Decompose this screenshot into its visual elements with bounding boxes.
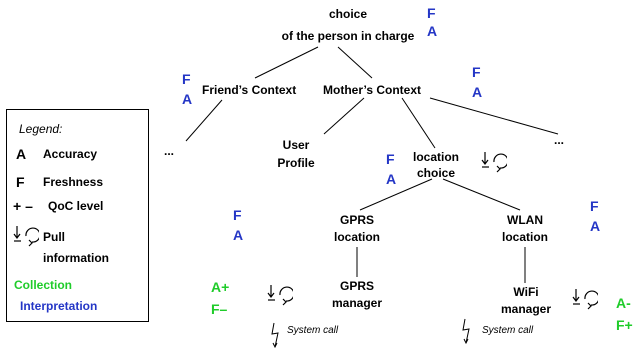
- qoc-wifi-freshness: F+: [616, 317, 633, 333]
- root-node: choice of the person in charge: [278, 7, 418, 44]
- legend-desc-accuracy: Accuracy: [43, 147, 98, 161]
- legend-desc-pull: Pull: [43, 230, 66, 244]
- fa-location-choice-annotation: F A: [386, 151, 396, 188]
- gprs-location-line1: GPRS: [339, 213, 374, 227]
- pull-information-icon: [572, 289, 598, 310]
- friend-context-node: Friend’s Context: [202, 83, 297, 97]
- legend-key-qoc-level: + –: [13, 198, 33, 214]
- fa-mother-annotation: F A: [472, 64, 482, 101]
- mother-more-ellipsis: ...: [554, 133, 565, 147]
- wlan-location-node: WLAN location: [496, 213, 554, 245]
- fa-location-choice-a: A: [386, 171, 397, 187]
- qoc-gprs-accuracy: A+: [211, 279, 230, 295]
- fa-root-a: A: [427, 23, 438, 39]
- edge-friend-children: [185, 99, 223, 142]
- pull-information-icon: [481, 152, 507, 173]
- location-choice-line1: location: [412, 150, 459, 164]
- legend-title: Legend:: [19, 122, 63, 136]
- legend-key-accuracy: A: [16, 146, 27, 162]
- fa-right-f: F: [590, 198, 599, 214]
- location-choice-node: location choice: [408, 150, 464, 181]
- location-choice-line2: choice: [416, 166, 455, 180]
- user-profile-node: User Profile: [272, 138, 320, 171]
- gprs-location-node: GPRS location: [328, 213, 386, 245]
- legend-box: Legend: A Accuracy F Freshness + – QoC l…: [6, 109, 149, 322]
- wlan-location-line2: location: [501, 230, 548, 244]
- fa-left-annotation: F A: [233, 207, 243, 244]
- fa-mother-f: F: [472, 64, 481, 80]
- fa-left-f: F: [233, 207, 242, 223]
- gprs-location-line2: location: [333, 230, 380, 244]
- root-node-line2: of the person in charge: [281, 29, 415, 43]
- fa-friend-annotation: F A: [182, 71, 192, 108]
- legend-key-freshness: F: [16, 174, 25, 190]
- edge-root-mother: [337, 46, 373, 79]
- root-node-line1: choice: [328, 7, 367, 21]
- user-profile-line2: Profile: [277, 156, 315, 170]
- qoc-gprs-freshness: F–: [211, 301, 228, 317]
- wlan-location-line1: WLAN: [507, 213, 543, 227]
- fa-mother-a: A: [472, 84, 483, 100]
- edge-root-friend: [254, 46, 319, 79]
- wifi-manager-node: WiFi manager: [496, 285, 556, 317]
- legend-desc-qoc-level: QoC level: [48, 199, 104, 213]
- legend-desc-freshness: Freshness: [43, 175, 104, 189]
- wifi-manager-line2: manager: [500, 302, 552, 316]
- fa-location-choice-f: F: [386, 151, 395, 167]
- wifi-manager-line1: WiFi: [513, 285, 539, 299]
- qoc-wifi-annotation: A- F+: [616, 293, 633, 336]
- edge-locationchoice-wlan: [442, 178, 521, 211]
- fa-left-a: A: [233, 227, 244, 243]
- system-call-lightning-icon: [271, 322, 279, 348]
- qoc-gprs-annotation: A+ F–: [211, 277, 229, 320]
- system-call-label: System call: [482, 325, 534, 336]
- gprs-manager-node: GPRS manager: [324, 279, 390, 311]
- edge-mother-userprofile: [323, 97, 365, 135]
- fa-right-annotation: F A: [590, 198, 600, 235]
- fa-root-annotation: F A: [427, 5, 437, 40]
- friend-children-ellipsis: ...: [164, 144, 175, 158]
- edge-mother-more: [429, 97, 559, 135]
- fa-right-a: A: [590, 218, 601, 234]
- system-call-lightning-icon: [462, 318, 470, 344]
- fa-friend-f: F: [182, 71, 191, 87]
- qoc-wifi-accuracy: A-: [616, 295, 631, 311]
- fa-friend-a: A: [182, 91, 193, 107]
- pull-information-icon: [13, 226, 39, 247]
- gprs-manager-line1: GPRS: [339, 279, 374, 293]
- user-profile-line1: User: [282, 138, 310, 152]
- legend-interpretation: Interpretation: [20, 299, 98, 313]
- system-call-label: System call: [287, 325, 339, 336]
- gprs-manager-line2: manager: [331, 296, 383, 310]
- pull-information-icon: [267, 285, 293, 306]
- mother-context-node: Mother’s Context: [323, 83, 422, 97]
- fa-root-f: F: [427, 5, 436, 21]
- edge-locationchoice-gprs: [359, 178, 433, 211]
- legend-collection: Collection: [14, 278, 73, 292]
- legend-desc-information: information: [43, 251, 109, 265]
- edge-mother-locationchoice: [401, 97, 436, 149]
